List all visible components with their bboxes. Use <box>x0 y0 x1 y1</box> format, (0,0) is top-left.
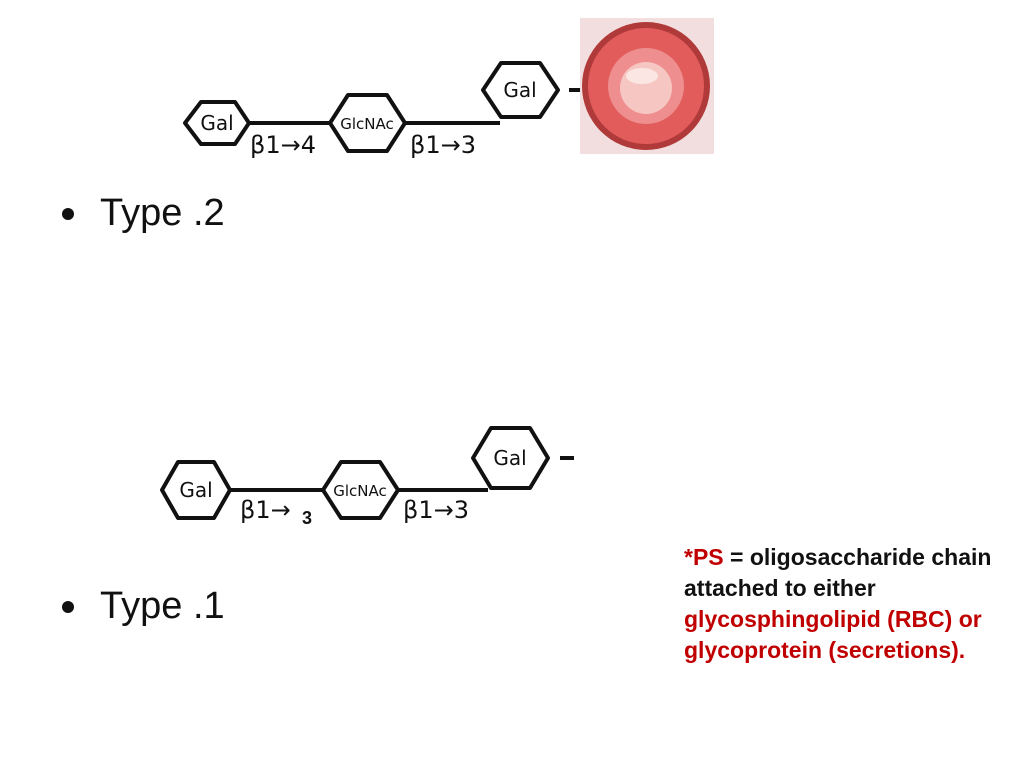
bullet-type1-text: Type .1 <box>100 585 225 627</box>
type1-link2-label: β1→3 <box>403 496 469 524</box>
type2-chain-diagram: Gal GlcNAc Gal β1→4 β1→3 <box>155 55 585 165</box>
secretions-term: (secretions). <box>822 637 966 663</box>
type2-gal-hexagon-top <box>481 61 560 119</box>
ps-definition-text: = oligosaccharide chain attached to eith… <box>684 544 992 601</box>
type1-link1-label: β1→ <box>240 496 291 524</box>
glycosphingolipid-term: glycosphingolipid <box>684 606 881 632</box>
type1-link1-overlay-number: 3 <box>302 508 312 528</box>
type1-glcnac-label: GlcNAc <box>333 482 387 500</box>
ps-definition-note: *PS = oligosaccharide chain attached to … <box>684 542 994 666</box>
type1-gal-hexagon-top <box>471 426 550 490</box>
type2-gal-top-label: Gal <box>503 78 536 102</box>
type2-link2-label: β1→3 <box>410 131 476 159</box>
ps-label: *PS <box>684 544 724 570</box>
rbc-highlight <box>626 68 658 84</box>
type2-glcnac-label: GlcNAc <box>340 115 394 133</box>
bullet-dot-icon <box>62 207 74 220</box>
bullet-type1: Type .1 <box>62 585 225 628</box>
red-blood-cell-image <box>580 18 714 154</box>
type1-gal-top-label: Gal <box>493 446 526 470</box>
bullet-dot-icon <box>62 600 74 613</box>
glycoprotein-term: glycoprotein <box>684 637 823 663</box>
type2-gal-label: Gal <box>200 111 233 135</box>
type1-gal-label: Gal <box>179 478 212 502</box>
type1-chain-diagram: Gal GlcNAc Gal β1→ 3 β1→3 <box>148 420 578 530</box>
bullet-type2-text: Type .2 <box>100 192 225 234</box>
type2-link1-label: β1→4 <box>250 131 316 159</box>
rbc-term: (RBC) or <box>880 606 982 632</box>
bullet-type2: Type .2 <box>62 192 225 235</box>
